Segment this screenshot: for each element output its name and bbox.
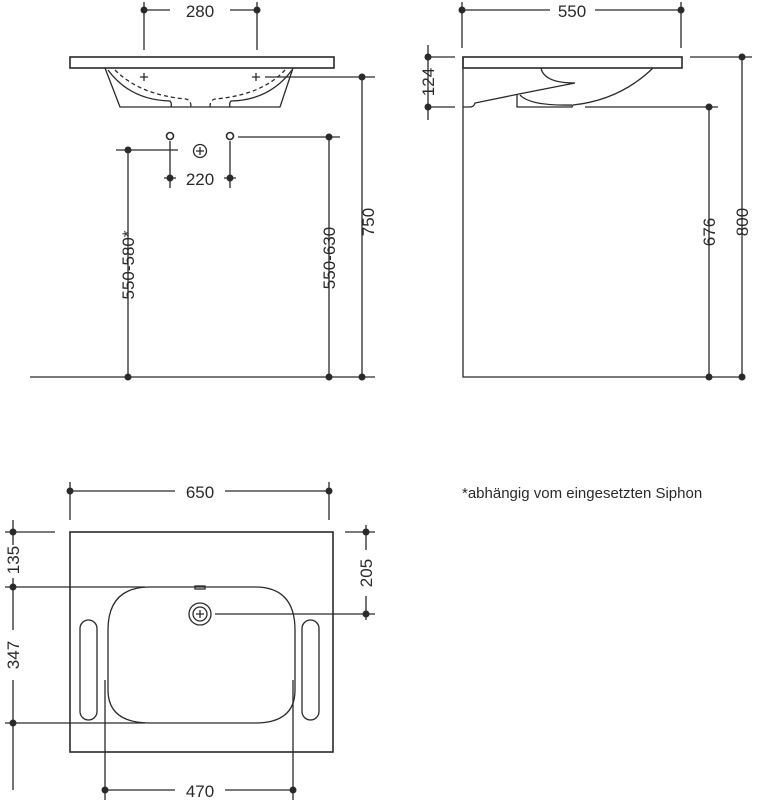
tap-hole-marks xyxy=(140,73,260,81)
valve-left-icon xyxy=(165,131,175,141)
side-view: 550 124 800 676 xyxy=(419,2,752,381)
front-basin-curve xyxy=(107,69,293,108)
dim-205: 205 xyxy=(357,559,376,587)
front-view: 280 750 220 550-580* 550-630 xyxy=(30,2,378,381)
side-wall-floor xyxy=(462,57,745,378)
dim-750: 750 xyxy=(359,208,378,236)
dim-347: 347 xyxy=(4,641,23,669)
front-countertop xyxy=(69,56,335,69)
valve-right-icon xyxy=(225,131,235,141)
top-basin xyxy=(107,586,296,724)
top-drain-icon xyxy=(188,602,212,626)
dim-470: 470 xyxy=(186,782,214,800)
dim-650: 650 xyxy=(186,483,214,502)
grip-slot-left xyxy=(79,619,98,721)
footnote: *abhängig vom eingesetzten Siphon xyxy=(462,485,702,502)
side-basin xyxy=(516,67,654,108)
side-overflow xyxy=(463,67,576,108)
dim-550-630: 550-630 xyxy=(320,227,339,289)
dim-220: 220 xyxy=(186,170,214,189)
grip-slot-right xyxy=(301,619,320,721)
dim-800: 800 xyxy=(733,208,752,236)
side-countertop xyxy=(462,56,683,69)
front-basin-outline xyxy=(104,67,294,108)
front-basin-dashed xyxy=(114,69,286,108)
dim-280: 280 xyxy=(186,2,214,21)
overflow-icon xyxy=(194,585,206,590)
dim-550: 550 xyxy=(558,2,586,21)
dim-550-580: 550-580* xyxy=(119,230,138,299)
dim-135: 135 xyxy=(4,546,23,574)
top-view: 650 135 347 205 470 xyxy=(4,482,376,800)
dim-676: 676 xyxy=(700,218,719,246)
drain-icon xyxy=(192,143,208,159)
top-countertop xyxy=(69,531,334,753)
dim-124: 124 xyxy=(419,68,438,96)
